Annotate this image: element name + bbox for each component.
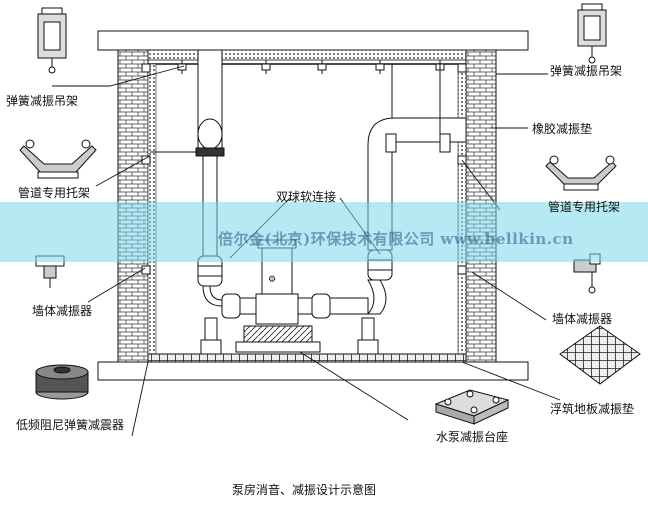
label-damped-spring-mount: 低频阻尼弹簧减震器 — [16, 418, 125, 432]
label-pipe-bracket-right: 管道专用托架 — [548, 200, 621, 214]
pipe-bracket-left-icon — [19, 139, 97, 179]
label-pump-base: 水泵减振台座 — [436, 430, 509, 444]
floating-floor — [147, 353, 467, 363]
floating-floor-pad-icon — [559, 325, 641, 385]
figure-caption: 泵房消音、减振设计示意图 — [232, 483, 377, 497]
pump-base-springs — [235, 341, 321, 353]
ceiling-slab — [97, 30, 529, 51]
label-wall-isolator-left: 墙体减振器 — [32, 304, 93, 318]
pipe-bracket-right-icon — [545, 155, 617, 191]
label-floating-floor-pad: 浮筑地板减振垫 — [550, 402, 635, 416]
damped-spring-mount-icon — [35, 364, 89, 400]
label-wall-isolator-right: 墙体减振器 — [552, 312, 613, 326]
pump-base-icon — [434, 389, 510, 425]
label-rubber-pad: 橡胶减振垫 — [532, 122, 593, 136]
spring-hanger-left-icon — [37, 7, 67, 74]
label-spring-hanger-right: 弹簧减振吊架 — [550, 64, 623, 78]
horizontal-pipes — [202, 279, 387, 315]
spring-hanger-right-icon — [577, 3, 607, 64]
label-pipe-bracket-left: 管道专用托架 — [18, 186, 91, 200]
label-twin-ball-joint: 双球软连接 — [276, 190, 337, 204]
watermark-banner — [0, 202, 648, 262]
pipe-supports — [200, 317, 379, 355]
floor-slab — [97, 361, 529, 381]
watermark-text: 倍尔金(北京)环保技术有限公司 www.bellkin.cn — [218, 230, 574, 248]
ceiling-insulation — [145, 49, 469, 61]
pump-base — [243, 325, 313, 343]
svg-text:⚙: ⚙ — [268, 275, 276, 285]
label-spring-hanger-left: 弹簧减振吊架 — [6, 94, 79, 108]
